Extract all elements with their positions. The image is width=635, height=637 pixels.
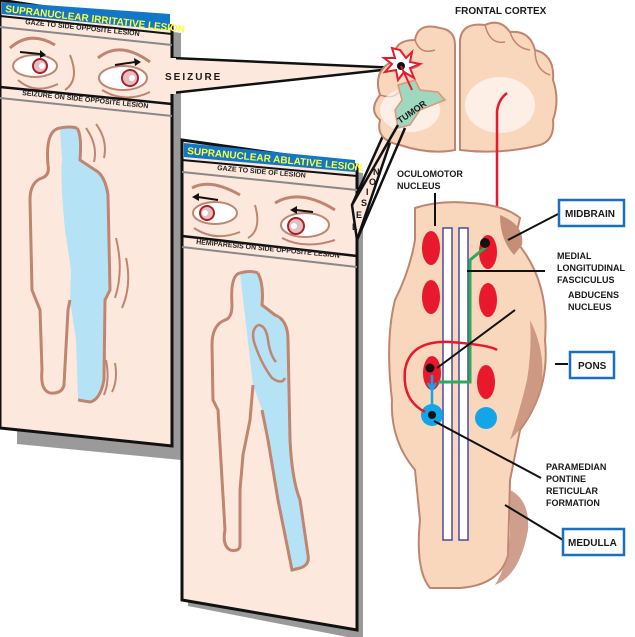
- mlf-pathway: [438, 244, 488, 384]
- svg-text:LONGITUDINAL: LONGITUDINAL: [557, 263, 625, 273]
- tumor: [394, 79, 447, 129]
- abducens-nucleus-right: [477, 365, 495, 399]
- gaze-arrow-right-icon: [19, 50, 141, 66]
- oculomotor-nucleus-label: OCULOMOTOR NUCLEUS: [397, 169, 463, 191]
- tumor-to-panel-leaders: [350, 124, 407, 241]
- frontal-cortex-label: FRONTAL CORTEX: [455, 6, 547, 17]
- svg-text:FORMATION: FORMATION: [546, 498, 600, 508]
- lesion-letter: E: [356, 210, 362, 220]
- pons-box: PONS: [568, 350, 616, 380]
- seizure-callout: SEIZURE: [165, 56, 401, 95]
- svg-text:FASCICULUS: FASCICULUS: [557, 275, 615, 285]
- svg-text:OCULOMOTOR: OCULOMOTOR: [397, 169, 463, 179]
- svg-text:MEDIAL: MEDIAL: [557, 251, 592, 261]
- panel-title-bar: [2, 2, 168, 30]
- eyes-ablative: [191, 182, 336, 246]
- leader-medulla: [504, 504, 564, 541]
- pprf-right: [475, 407, 497, 429]
- lesion-letter: O: [369, 177, 376, 187]
- leader-pprf: [433, 420, 542, 479]
- mlf-label: MEDIAL LONGITUDINAL FASCICULUS: [557, 251, 625, 285]
- seizure-body-figure: [28, 123, 130, 404]
- svg-text:PONTINE: PONTINE: [546, 474, 586, 484]
- svg-text:PARAMEDIAN: PARAMEDIAN: [546, 462, 606, 472]
- lesion-letter: S: [361, 198, 367, 208]
- leader-midbrain: [507, 213, 559, 241]
- lesion-letter: I: [366, 187, 369, 197]
- trochlear-nucleus-left: [422, 280, 440, 314]
- abducens-nucleus-label: ABDUCENS NUCLEUS: [568, 290, 619, 312]
- gaze-arrow-left-icon: [192, 193, 314, 214]
- svg-text:NUCLEUS: NUCLEUS: [397, 181, 441, 191]
- svg-text:RETICULAR: RETICULAR: [546, 486, 598, 496]
- svg-text:MEDULLA: MEDULLA: [568, 538, 617, 549]
- midbrain-box: MIDBRAIN: [557, 198, 626, 228]
- oculomotor-nucleus-left: [422, 231, 440, 265]
- svg-text:MIDBRAIN: MIDBRAIN: [565, 209, 615, 220]
- ablative-lesion-panel: SUPRANUCLEAR ABLATIVE LESION GAZE TO SID…: [180, 138, 363, 637]
- eyes-irritative: [8, 36, 151, 99]
- mlf-column-left: [442, 227, 453, 541]
- trochlear-nucleus-right: [479, 283, 497, 317]
- lesion-letter: N: [373, 167, 380, 177]
- lesion-letter: L: [352, 222, 358, 232]
- medulla-box: MEDULLA: [561, 527, 626, 557]
- svg-text:NUCLEUS: NUCLEUS: [568, 302, 612, 312]
- brainstem: OCULOMOTOR NUCLEUS MEDIAL LONGITUDINAL F…: [388, 169, 626, 589]
- panel-title-bar: [184, 143, 355, 172]
- seizure-label: SEIZURE: [165, 72, 222, 83]
- frontal-cortex: FRONTAL CORTEX TUMOR: [373, 6, 558, 387]
- svg-text:PONS: PONS: [578, 361, 607, 372]
- irritative-lesion-panel: SUPRANUCLEAR IRRITATIVE LESION GAZE TO S…: [0, 0, 185, 460]
- mlf-column-right: [458, 227, 469, 541]
- hemiparesis-body-figure: [210, 270, 310, 572]
- leader-abducens: [436, 309, 516, 369]
- pprf-label: PARAMEDIAN PONTINE RETICULAR FORMATION: [546, 462, 606, 508]
- svg-text:ABDUCENS: ABDUCENS: [568, 290, 619, 300]
